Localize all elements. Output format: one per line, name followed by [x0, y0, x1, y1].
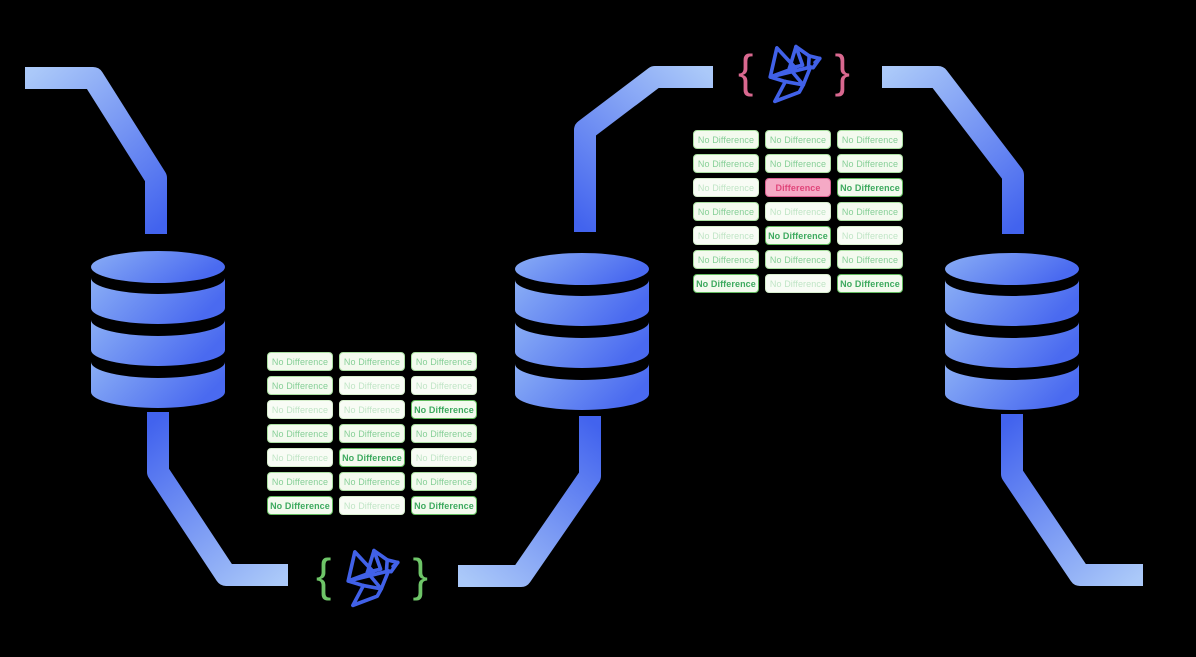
pipe-bottom-middle [458, 416, 601, 587]
no-difference-badge: No Difference [339, 496, 405, 515]
no-difference-badge: No Difference [267, 472, 333, 491]
no-difference-badge: No Difference [411, 448, 477, 467]
no-difference-badge: No Difference [837, 202, 903, 221]
curly-brace-left-icon: { [316, 549, 332, 601]
origami-bird-icon [768, 44, 822, 104]
no-difference-badge: No Difference [411, 496, 477, 515]
no-difference-badge: No Difference [765, 274, 831, 293]
database-icon-middle [515, 253, 649, 410]
no-difference-badge: No Difference [765, 202, 831, 221]
database-icon-right [945, 253, 1079, 410]
curly-brace-right-icon: } [412, 549, 428, 601]
no-difference-badge: No Difference [267, 448, 333, 467]
no-difference-badge: No Difference [837, 274, 903, 293]
no-difference-badge: No Difference [339, 376, 405, 395]
pipe-bottom-left [147, 412, 288, 586]
pipe-bottom-right [1001, 414, 1143, 586]
no-difference-badge: No Difference [267, 400, 333, 419]
no-difference-badge: No Difference [693, 202, 759, 221]
no-difference-badge: No Difference [837, 250, 903, 269]
origami-bird-icon [346, 548, 400, 608]
no-difference-badge: No Difference [765, 154, 831, 173]
no-difference-badge: No Difference [411, 424, 477, 443]
no-difference-badge: No Difference [267, 376, 333, 395]
no-difference-badge: No Difference [339, 400, 405, 419]
pipe-top-left [25, 67, 167, 234]
curly-brace-right-icon: } [834, 45, 850, 97]
diff-logo-top: { } [738, 34, 850, 112]
curly-brace-left-icon: { [738, 45, 754, 97]
diff-logo-bottom: { } [316, 538, 428, 616]
pipe-top-right [882, 66, 1024, 234]
no-difference-badge: No Difference [411, 352, 477, 371]
no-difference-badge: No Difference [267, 424, 333, 443]
pipe-top-middle [574, 66, 713, 232]
no-difference-badge: No Difference [411, 400, 477, 419]
no-difference-badge: No Difference [339, 424, 405, 443]
no-difference-badge: No Difference [765, 250, 831, 269]
no-difference-badge: No Difference [693, 250, 759, 269]
no-difference-badge: No Difference [693, 274, 759, 293]
database-icon-left [91, 251, 225, 408]
no-difference-badge: No Difference [267, 352, 333, 371]
no-difference-badge: No Difference [411, 472, 477, 491]
no-difference-badge: No Difference [765, 226, 831, 245]
no-difference-badge: No Difference [837, 154, 903, 173]
no-difference-badge: No Difference [693, 154, 759, 173]
no-difference-badge: No Difference [267, 496, 333, 515]
no-difference-badge: No Difference [411, 376, 477, 395]
no-difference-badge: No Difference [765, 130, 831, 149]
no-difference-badge: No Difference [339, 448, 405, 467]
no-difference-badge: No Difference [837, 178, 903, 197]
no-difference-badge: No Difference [339, 472, 405, 491]
difference-badge: Difference [765, 178, 831, 197]
no-difference-badge: No Difference [339, 352, 405, 371]
no-difference-badge: No Difference [837, 130, 903, 149]
no-difference-badge: No Difference [693, 178, 759, 197]
no-difference-badge: No Difference [837, 226, 903, 245]
no-difference-badge: No Difference [693, 130, 759, 149]
no-difference-badge: No Difference [693, 226, 759, 245]
